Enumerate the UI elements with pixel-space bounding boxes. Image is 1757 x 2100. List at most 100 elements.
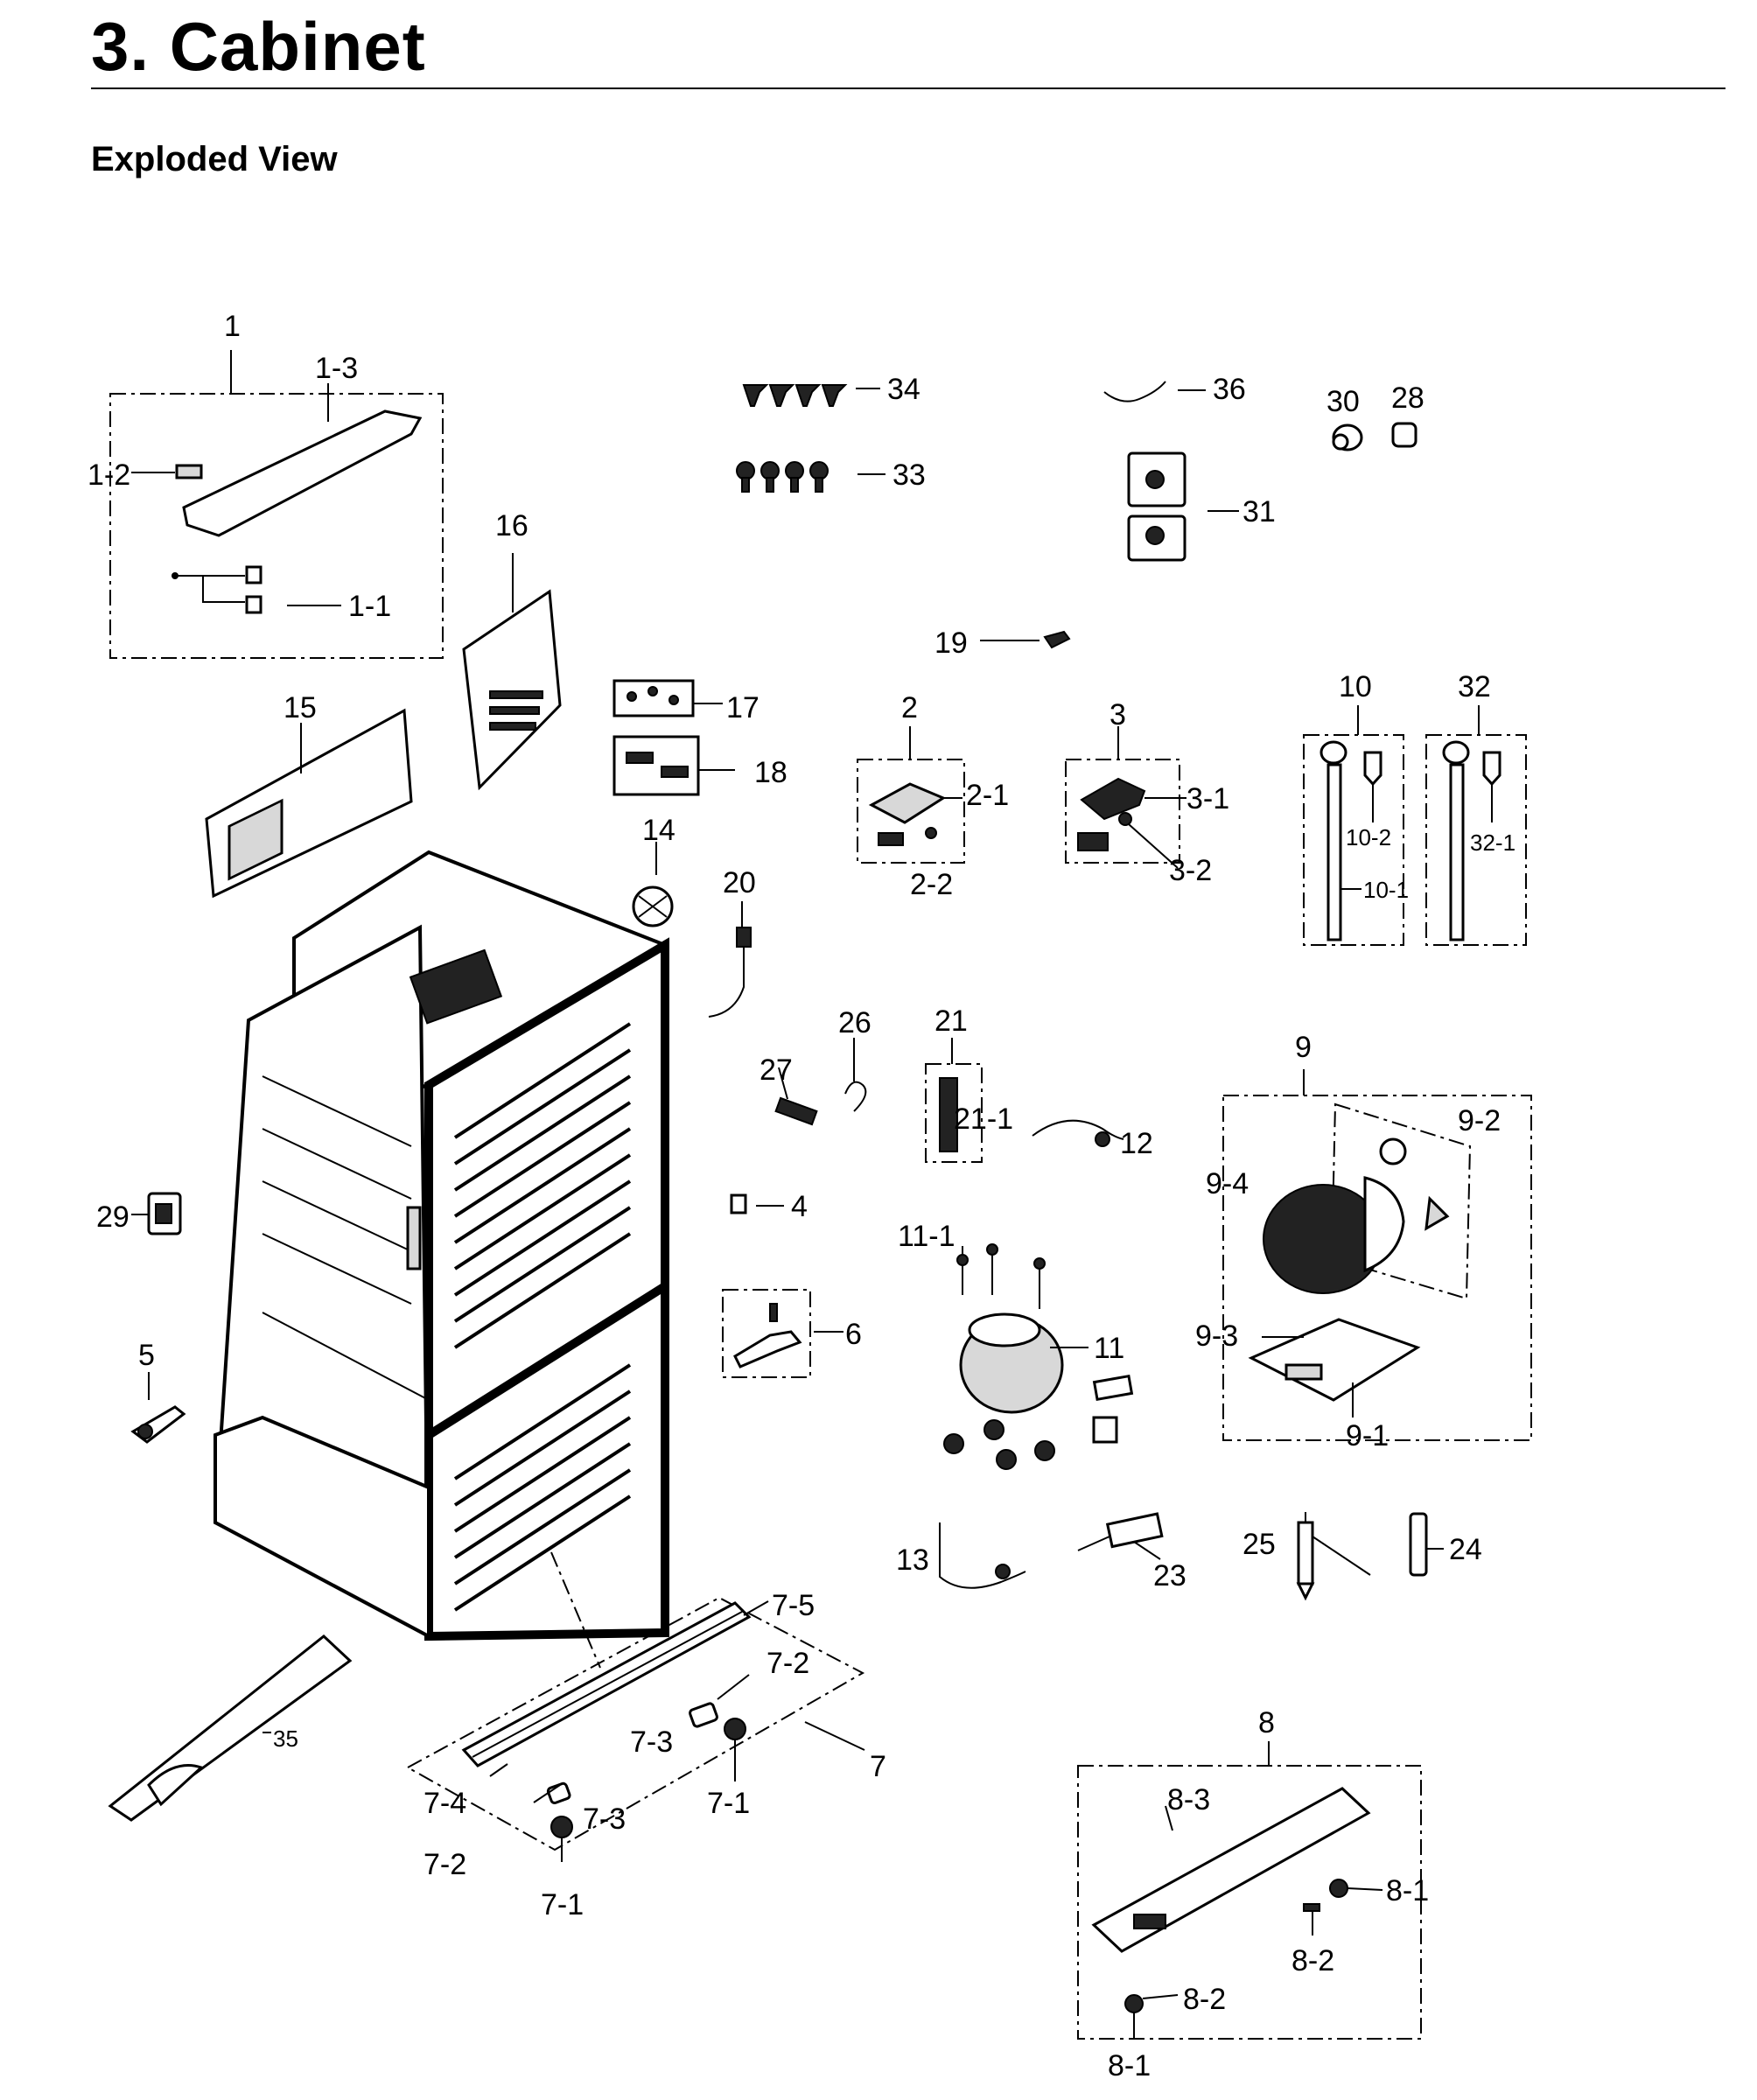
callout-7-3a: 7-3	[630, 1726, 673, 1759]
callout-9: 9	[1295, 1031, 1312, 1064]
callout-1: 1	[224, 310, 241, 343]
callout-8-1b: 8-1	[1108, 2049, 1151, 2082]
callout-31: 31	[1242, 495, 1276, 528]
part-group-7	[405, 1551, 865, 1862]
part-35-trim	[108, 1634, 353, 1822]
callout-8-1a: 8-1	[1386, 1874, 1429, 1908]
callout-7-5: 7-5	[772, 1589, 815, 1622]
callout-8-3: 8-3	[1167, 1783, 1210, 1816]
callout-15: 15	[284, 691, 317, 724]
callout-10: 10	[1339, 670, 1372, 704]
part-13-wire	[939, 1522, 1026, 1589]
part-group-3	[1065, 726, 1186, 869]
part-36-wire	[1103, 381, 1166, 402]
callout-3-2: 3-2	[1169, 854, 1212, 887]
callout-12: 12	[1120, 1127, 1153, 1160]
callout-9-3: 9-3	[1195, 1320, 1238, 1353]
part-16-panel	[462, 553, 562, 791]
part-1-2-clip	[175, 464, 203, 480]
callout-1-3: 1-3	[315, 352, 358, 385]
part-24-sensor	[1409, 1512, 1444, 1577]
callout-26: 26	[838, 1006, 872, 1040]
cabinet-body	[213, 850, 669, 1642]
part-group-9	[1222, 1069, 1532, 1441]
part-group-32	[1425, 705, 1527, 946]
callout-11-1: 11-1	[898, 1220, 956, 1253]
callout-21: 21	[934, 1004, 968, 1038]
callout-8-2b: 8-2	[1183, 1983, 1226, 2016]
callout-10-1: 10-1	[1363, 877, 1409, 903]
part-14-fan-cover	[632, 842, 674, 928]
part-group-6	[722, 1289, 844, 1378]
part-15-panel	[205, 708, 413, 899]
callout-9-2: 9-2	[1458, 1104, 1501, 1138]
part-19-clip	[1043, 630, 1071, 649]
callout-19: 19	[934, 626, 968, 660]
part-26-wire	[844, 1081, 867, 1112]
callout-17: 17	[726, 691, 760, 724]
section-subtitle: Exploded View	[91, 140, 338, 178]
part-1-3-bracket	[182, 410, 423, 537]
part-31-hinge	[1127, 452, 1239, 562]
callout-21-1: 21-1	[954, 1102, 1013, 1136]
part-28-cap	[1391, 422, 1418, 448]
part-group-8	[1077, 1741, 1422, 2040]
part-25-sensor	[1296, 1512, 1371, 1601]
part-17-board	[612, 679, 723, 718]
part-4-cap	[730, 1194, 747, 1214]
callout-10-2: 10-2	[1346, 824, 1391, 850]
callout-7-1a: 7-1	[707, 1787, 750, 1820]
callout-7-3b: 7-3	[583, 1802, 626, 1836]
callout-14: 14	[642, 814, 676, 847]
callout-3: 3	[1110, 698, 1126, 732]
part-group-2	[857, 726, 965, 864]
part-29-switch	[131, 1192, 182, 1236]
part-34-screws	[742, 384, 880, 407]
callout-33: 33	[892, 458, 926, 492]
callout-7-2a: 7-2	[766, 1647, 809, 1680]
callout-20: 20	[723, 866, 756, 900]
callout-28: 28	[1391, 382, 1424, 415]
callout-23: 23	[1153, 1559, 1186, 1592]
callout-6: 6	[845, 1318, 862, 1351]
callout-8: 8	[1258, 1706, 1275, 1740]
callout-9-4: 9-4	[1206, 1167, 1249, 1200]
callout-7: 7	[870, 1750, 886, 1783]
part-1-1-wire	[175, 575, 245, 603]
part-23-heater	[1077, 1512, 1164, 1560]
part-12-wire	[1032, 1119, 1124, 1140]
callout-9-1: 9-1	[1346, 1419, 1389, 1452]
callout-13: 13	[896, 1544, 929, 1577]
callout-32: 32	[1458, 670, 1491, 704]
callout-2: 2	[901, 691, 918, 724]
callout-1-2: 1-2	[88, 458, 130, 492]
part-20-wire	[708, 901, 752, 1018]
callout-32-1: 32-1	[1470, 830, 1516, 856]
part-33-screws	[736, 461, 886, 493]
callout-7-4: 7-4	[424, 1787, 466, 1820]
callout-8-2a: 8-2	[1292, 1944, 1334, 1978]
callout-29: 29	[96, 1200, 130, 1234]
callout-34: 34	[887, 373, 920, 406]
callout-2-2: 2-2	[910, 868, 953, 901]
callout-1-1: 1-1	[348, 590, 391, 623]
callout-5: 5	[138, 1339, 155, 1372]
part-18-board	[612, 735, 735, 796]
callout-3-1: 3-1	[1186, 782, 1229, 816]
part-5-hinge	[130, 1372, 186, 1444]
callout-11: 11	[1094, 1332, 1124, 1365]
callout-18: 18	[754, 756, 788, 789]
part-11-compressor	[943, 1243, 1134, 1470]
callout-7-2b: 7-2	[424, 1848, 466, 1881]
part-group-21	[925, 1038, 983, 1163]
callout-30: 30	[1326, 385, 1360, 418]
part-30-cap	[1332, 424, 1363, 452]
part-27-clip	[774, 1067, 818, 1126]
part-group-10	[1303, 705, 1404, 946]
page-title: 3. Cabinet	[91, 8, 426, 85]
callout-27: 27	[760, 1054, 793, 1087]
callout-16: 16	[495, 509, 528, 542]
callout-7-1b: 7-1	[541, 1888, 584, 1922]
part-group-1	[109, 350, 444, 659]
